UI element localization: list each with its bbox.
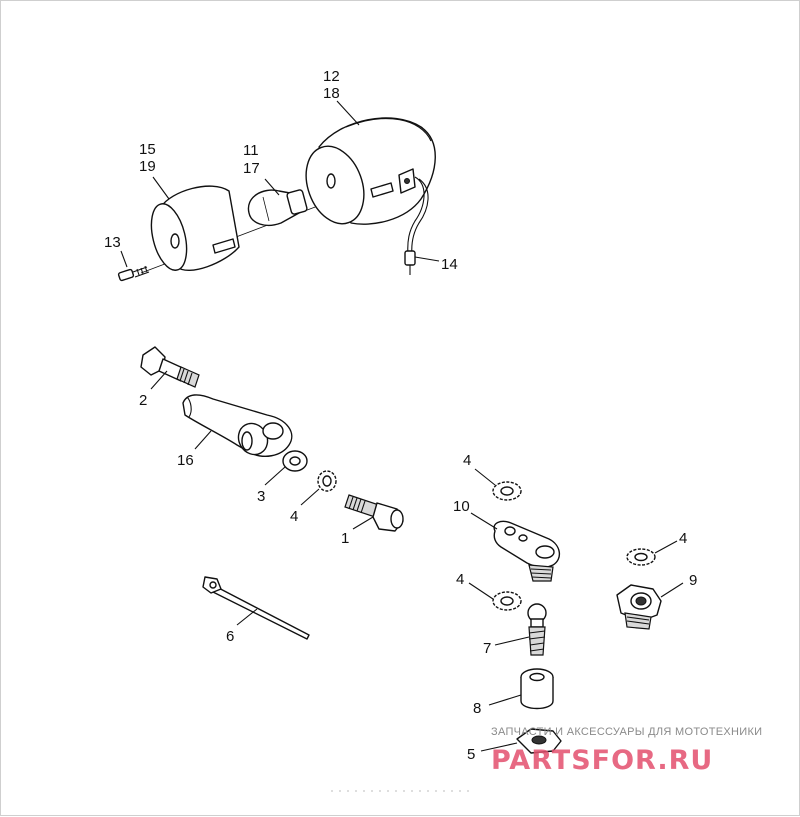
callout-6: 6 [226,628,234,645]
mounting-plate [493,520,560,582]
callout-5: 5 [467,746,475,763]
callout-11: 11 [243,142,259,159]
callout-4-right: 4 [679,530,687,547]
callout-18: 18 [323,85,340,102]
lamp-lens [150,185,240,272]
callout-1: 1 [341,530,349,547]
callout-15: 15 [139,141,156,158]
hex-nut [516,728,562,754]
callout-2: 2 [139,392,147,409]
callout-13: 13 [104,234,121,251]
lock-washer-top [492,481,522,501]
adapter-nut [616,584,662,630]
leader-lines [120,100,684,752]
cable-strap [202,576,310,640]
lamp-bulb [247,189,308,227]
watermark: ЗАПЧАСТИ И АКСЕССУАРЫ ДЛЯ МОТОТЕХНИКИ PA… [491,726,762,776]
callout-19: 19 [139,158,156,175]
mounting-bolt-lower [344,494,404,532]
lock-washer-right [626,548,656,566]
callout-7: 7 [483,640,491,657]
callout-8: 8 [473,700,481,717]
lamp-wire [404,176,429,275]
callout-16: 16 [177,452,194,469]
spacer [520,668,554,710]
callout-4-arm: 4 [290,508,298,525]
ball-stud [527,603,547,656]
watermark-tagline: ЗАПЧАСТИ И АКСЕССУАРЫ ДЛЯ МОТОТЕХНИКИ [491,726,762,738]
mounting-arm [182,394,293,457]
flat-washer [282,450,308,472]
callout-labels: 12 18 11 17 15 19 13 14 2 16 3 4 1 4 10 … [104,68,697,763]
callout-17: 17 [243,160,260,177]
callout-4-top: 4 [463,452,471,469]
callout-4-lower: 4 [456,571,464,588]
callout-3: 3 [257,488,265,505]
watermark-logo: PARTSFOR.RU [491,745,713,776]
callout-12: 12 [323,68,340,85]
lamp-housing [305,117,436,225]
lock-washer-lower [492,591,522,611]
callout-14: 14 [441,256,458,273]
lock-washer-arm [317,470,337,492]
callout-10: 10 [453,498,470,515]
callout-9: 9 [689,572,697,589]
lens-screw [117,265,150,282]
mounting-bolt-upper [140,346,200,388]
